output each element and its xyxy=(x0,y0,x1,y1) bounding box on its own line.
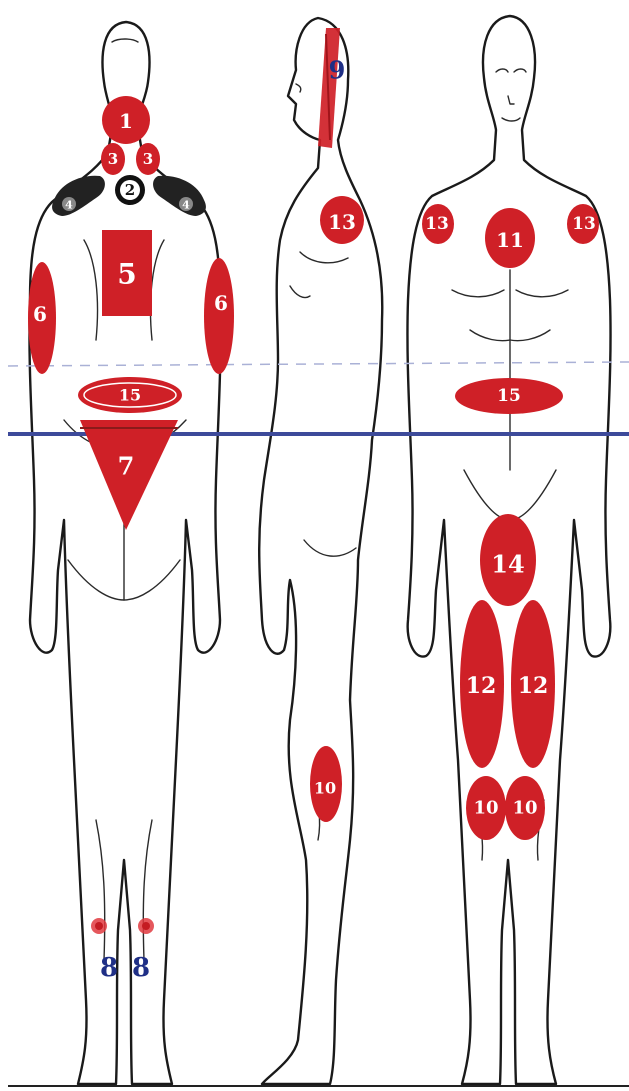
front-zone-10-right-label: 10 xyxy=(512,798,537,819)
back-zone-4-right-label: 4 xyxy=(182,199,190,212)
front-zone-11: 11 xyxy=(485,208,535,268)
front-zone-15: 15 xyxy=(455,378,563,414)
front-zone-10-right: 10 xyxy=(505,776,545,840)
side-zone-10-label: 10 xyxy=(314,779,336,798)
side-zone-13: 13 xyxy=(320,196,364,244)
back-zone-3-left: 3 xyxy=(101,143,125,175)
back-zone-2-label: 2 xyxy=(125,181,135,199)
back-zone-6-right-label: 6 xyxy=(214,291,228,315)
front-zone-13-left: 13 xyxy=(422,204,454,244)
front-zone-10-left: 10 xyxy=(466,776,506,840)
front-zone-13-right-label: 13 xyxy=(572,214,596,234)
back-zone-6-left-label: 6 xyxy=(33,302,47,326)
back-zone-4-left-label: 4 xyxy=(65,199,73,212)
back-zone-8-left-label: 8 xyxy=(100,953,118,983)
side-zone-13-label: 13 xyxy=(328,210,356,234)
back-zone-6-right: 6 xyxy=(204,258,234,374)
back-zone-5: 5 xyxy=(102,230,152,316)
back-zone-3-right-label: 3 xyxy=(143,150,153,168)
back-zone-1: 1 xyxy=(102,96,150,144)
front-zone-13-left-label: 13 xyxy=(425,214,449,234)
front-zone-12-right: 12 xyxy=(511,600,555,768)
side-zone-10: 10 xyxy=(310,746,342,822)
back-zone-15-label: 15 xyxy=(119,386,141,405)
side-zone-9-label: 9 xyxy=(329,56,346,85)
front-zone-12-right-label: 12 xyxy=(518,673,549,699)
back-zone-6-left: 6 xyxy=(28,262,56,374)
back-zone-3-left-label: 3 xyxy=(108,150,118,168)
back-zone-2: 2 xyxy=(115,175,145,205)
back-zone-5-label: 5 xyxy=(117,258,136,291)
front-zone-15-label: 15 xyxy=(497,386,521,406)
back-zone-1-label: 1 xyxy=(119,109,133,133)
front-zone-12-left: 12 xyxy=(460,600,504,768)
back-zone-15: 15 xyxy=(78,377,182,413)
front-zone-13-right: 13 xyxy=(567,204,599,244)
front-zone-11-label: 11 xyxy=(496,228,524,252)
front-zone-12-left-label: 12 xyxy=(466,673,497,699)
front-zone-14: 14 xyxy=(480,514,536,606)
back-zone-7-label: 7 xyxy=(118,452,135,481)
back-zone-8-right-label: 8 xyxy=(132,953,150,983)
back-zone-3-right: 3 xyxy=(136,143,160,175)
front-zone-10-left-label: 10 xyxy=(473,798,498,819)
side-view-figure xyxy=(259,18,382,1084)
front-zone-14-label: 14 xyxy=(491,550,524,579)
